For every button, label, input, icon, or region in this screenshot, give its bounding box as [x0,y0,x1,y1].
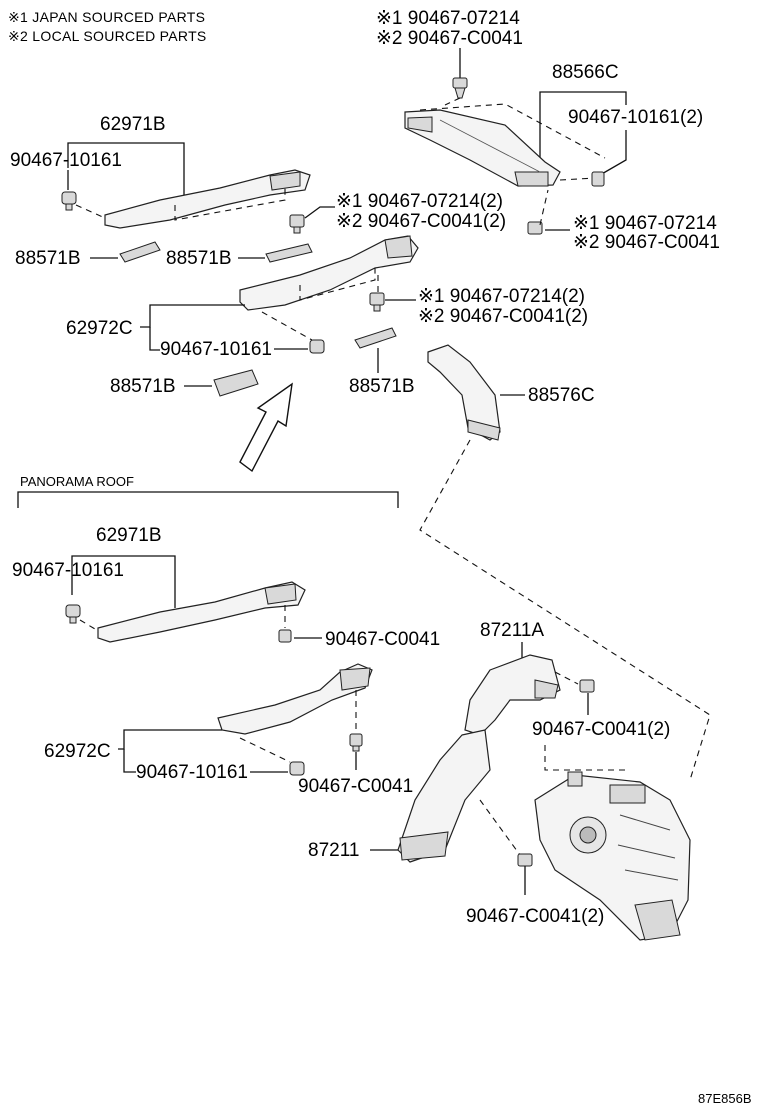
diagram-code: 87E856B [698,1091,752,1106]
right-clip-japan-label[interactable]: ※1 90467-07214 [573,213,717,234]
top-clip-local-label[interactable]: ※2 90467-C0041 [376,28,523,49]
part-62971b-top-label[interactable]: 62971B [100,114,166,135]
part-62972c-pr-clip-label[interactable]: 90467-C0041 [298,776,413,797]
japan-sourced-note: ※1 JAPAN SOURCED PARTS [8,9,205,25]
mid-clip-japan-label[interactable]: ※1 90467-07214(2) [336,191,503,212]
clip-icon [579,679,595,693]
part-62971b-pr-label[interactable]: 62971B [96,525,162,546]
part-62972c-top-label[interactable]: 62972C [66,318,133,339]
clip-icon [289,214,305,234]
duct-88566c-icon [404,109,561,187]
local-sourced-note: ※2 LOCAL SOURCED PARTS [8,28,207,44]
lower-clip-japan-label[interactable]: ※1 90467-07214(2) [418,286,585,307]
clip-icon [452,77,468,99]
clip-strip-88571b-icon [213,369,259,397]
part-87211-label[interactable]: 87211 [308,840,359,861]
duct-62971b-pr-icon [97,581,306,643]
screw-icon [289,761,305,776]
part-88576c-label[interactable]: 88576C [528,385,595,406]
clip-icon [369,292,385,312]
clip-icon [527,221,543,235]
lower-clip-local-label[interactable]: ※2 90467-C0041(2) [418,306,588,327]
clip-icon [278,629,292,643]
part-88566c-screw-label[interactable]: 90467-10161(2) [568,107,703,128]
part-88571b-lower-left-label[interactable]: 88571B [110,376,176,397]
duct-62972c-pr-icon [217,663,373,735]
duct-87211-icon [397,729,491,863]
panorama-roof-heading: PANORAMA ROOF [20,474,134,489]
part-87211a-label[interactable]: 87211A [480,620,544,641]
part-88566c-label[interactable]: 88566C [552,62,619,83]
part-62972c-top-screw-label[interactable]: 90467-10161 [160,339,272,360]
mid-clip-local-label[interactable]: ※2 90467-C0041(2) [336,211,506,232]
part-88571b-left-label[interactable]: 88571B [15,248,81,269]
direction-arrow-icon [239,382,293,473]
screw-icon [65,604,81,624]
right-clip-local-label[interactable]: ※2 90467-C0041 [573,232,720,253]
clip-strip-88571b-icon [265,243,313,263]
hvac-unit-icon [534,771,691,941]
part-88571b-mid-label[interactable]: 88571B [166,248,232,269]
clip-strip-88571b-icon [119,241,161,263]
clip-icon [591,171,605,187]
clip-icon [349,733,363,752]
part-62971b-top-screw-label[interactable]: 90467-10161 [10,150,122,171]
duct-62972c-top-icon [239,235,419,311]
screw-icon [61,191,77,211]
clip-strip-88571b-icon [354,327,397,349]
screw-icon [309,339,325,354]
part-62971b-pr-clip-label[interactable]: 90467-C0041 [325,629,440,650]
part-62972c-pr-screw-label[interactable]: 90467-10161 [136,762,248,783]
clip-icon [517,853,533,867]
duct-88576c-icon [427,344,501,441]
duct-62971b-top-icon [104,169,311,229]
part-87211-clip-label[interactable]: 90467-C0041(2) [466,906,604,927]
top-clip-japan-label[interactable]: ※1 90467-07214 [376,8,520,29]
part-88571b-lower-mid-label[interactable]: 88571B [349,376,415,397]
part-87211a-clip-label[interactable]: 90467-C0041(2) [532,719,670,740]
part-62972c-pr-label[interactable]: 62972C [44,741,111,762]
part-62971b-pr-screw-label[interactable]: 90467-10161 [12,560,124,581]
duct-87211a-icon [464,654,561,736]
